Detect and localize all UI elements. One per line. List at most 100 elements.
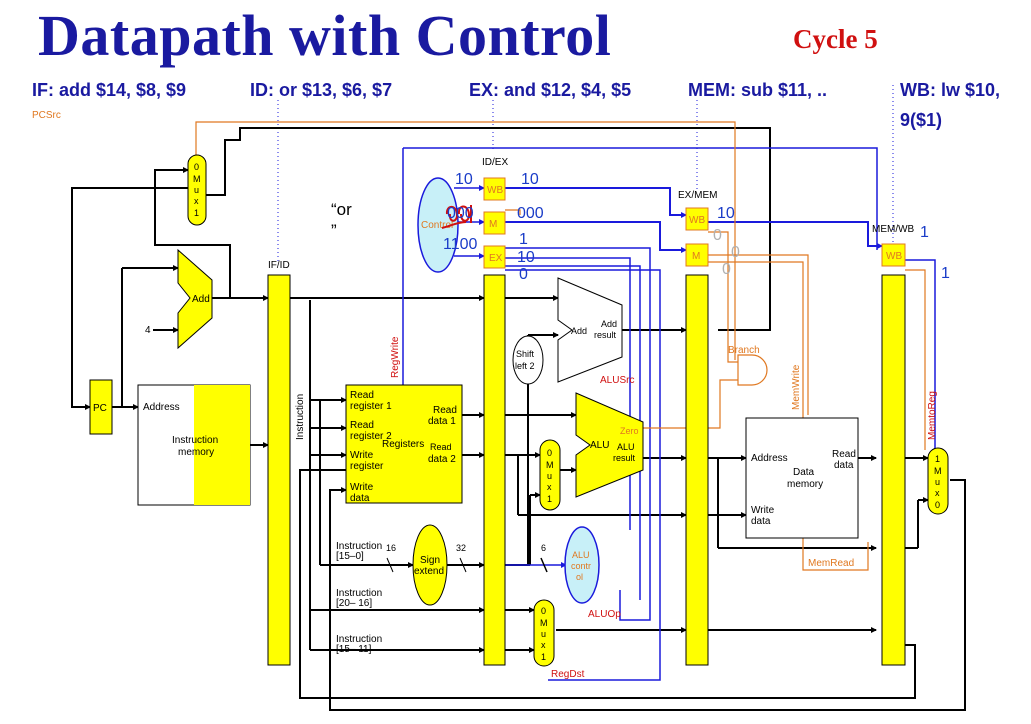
idex-register bbox=[483, 274, 506, 666]
stage-id-label: ID: or $13, $6, $7 bbox=[250, 80, 393, 100]
idex-ex-out-value-1: 1 bbox=[519, 231, 528, 248]
pcsrc-mux-1: 1 bbox=[194, 208, 199, 218]
ifid-register bbox=[267, 274, 291, 666]
ifid-label: IF/ID bbox=[268, 260, 290, 271]
wd-line1: Write bbox=[350, 482, 374, 493]
idex-wb-out-value: 10 bbox=[521, 171, 539, 188]
idex-m-out-value: 000 bbox=[517, 205, 544, 222]
dmem-write-line1: Write bbox=[751, 505, 775, 516]
ex-add-result-line1: Add bbox=[601, 319, 617, 329]
instruction-bus-label: Instruction bbox=[295, 394, 306, 440]
exmem-register bbox=[685, 274, 709, 666]
or-quote-line2: ” bbox=[331, 221, 337, 240]
memwb-wb-value: 1 bbox=[920, 224, 929, 241]
page-title: Datapath with Control bbox=[38, 3, 612, 68]
regdst-mux-x: x bbox=[541, 640, 546, 650]
exmem-control-fields: WB M bbox=[685, 207, 709, 267]
pcsrc-mux-u: u bbox=[194, 185, 199, 195]
pcsrc-mux: 0 M u x 1 bbox=[187, 154, 207, 226]
alu-result-line2: result bbox=[613, 453, 636, 463]
alu-control-line2: contr bbox=[571, 561, 591, 571]
branch-signal: Branch bbox=[728, 345, 760, 356]
ex-adder-label: Add bbox=[571, 326, 587, 336]
shift-left-line1: Shift bbox=[516, 349, 535, 359]
memtoreg-signal: MemtoReg bbox=[927, 391, 938, 440]
memtoreg-mux-0: 0 bbox=[935, 500, 940, 510]
alusrc-signal: ALUSrc bbox=[600, 375, 634, 386]
ex-adder: Add Add result bbox=[557, 277, 623, 383]
sign-extend-unit: Sign extend bbox=[412, 524, 448, 606]
branch-and-gate bbox=[737, 354, 768, 386]
memwb-register bbox=[881, 274, 906, 666]
exmem-wb-field: WB bbox=[689, 215, 705, 226]
pcsrc-signal: PCSrc bbox=[32, 110, 61, 121]
rr2-line2: register 2 bbox=[350, 431, 392, 442]
idex-wb-field: WB bbox=[487, 185, 503, 196]
memwb-control-fields: WB bbox=[881, 243, 906, 267]
memtoreg-mux-m: M bbox=[934, 466, 942, 476]
instruction-memory: Address Instruction memory bbox=[137, 384, 251, 506]
alusrc-mux-0: 0 bbox=[547, 448, 552, 458]
idex-wb-in-value: 10 bbox=[455, 171, 473, 188]
pc-label: PC bbox=[93, 403, 107, 414]
instr-15-0-line1: Instruction bbox=[336, 541, 382, 552]
alu-unit: ALU Zero ALU result bbox=[575, 392, 644, 498]
wr-line1: Write bbox=[350, 450, 374, 461]
exmem-m-field: M bbox=[692, 251, 700, 262]
wr-line2: register bbox=[350, 461, 384, 472]
alu-control-line1: ALU bbox=[572, 550, 590, 560]
memwb-label: MEM/WB bbox=[872, 224, 915, 235]
idex-control-fields: WB M EX bbox=[483, 177, 506, 269]
alu-result-line1: ALU bbox=[617, 442, 635, 452]
cycle-label: Cycle 5 bbox=[793, 24, 878, 54]
stage-if-label: IF: add $14, $8, $9 bbox=[32, 80, 187, 100]
imem-name-line2: memory bbox=[178, 447, 214, 458]
idex-ex-in-value: 1100 bbox=[443, 236, 478, 253]
instruction-field-labels: Instruction [15–0] Instruction [20– 16] … bbox=[336, 541, 382, 655]
shift-left-unit: Shift left 2 bbox=[512, 335, 544, 385]
control-unit: Control bbox=[417, 177, 459, 273]
alu-control-line3: ol bbox=[576, 572, 583, 582]
stage-ex-label: EX: and $12, $4, $5 bbox=[469, 80, 632, 100]
aluop-signal: ALUOp bbox=[588, 609, 621, 620]
idex-ex-out-value-2: 10 bbox=[517, 249, 535, 266]
bits-32-label: 32 bbox=[456, 543, 466, 553]
regdst-mux-0: 0 bbox=[541, 606, 546, 616]
constant-four: 4 bbox=[145, 325, 151, 336]
if-adder-label: Add bbox=[192, 294, 210, 305]
memwb-out-value: 1 bbox=[941, 265, 950, 282]
instr-15-11-line2: [15– 11] bbox=[336, 644, 372, 655]
data-memory: Address Read data Data memory Write data bbox=[745, 417, 859, 539]
memread-signal: MemRead bbox=[808, 558, 854, 569]
rr1-line1: Read bbox=[350, 390, 374, 401]
memwrite-signal: MemWrite bbox=[791, 364, 802, 410]
alusrc-mux-m: M bbox=[546, 460, 554, 470]
if-adder: Add bbox=[177, 248, 213, 350]
instr-15-11-line1: Instruction bbox=[336, 634, 382, 645]
imem-name-line1: Instruction bbox=[172, 435, 218, 446]
handwritten-scribble bbox=[441, 205, 472, 229]
bits-16-label: 16 bbox=[386, 543, 396, 553]
exmem-m-value-3: 0 bbox=[722, 261, 731, 278]
alusrc-mux: 0 M u x 1 bbox=[539, 439, 561, 511]
regwrite-signal: RegWrite bbox=[390, 336, 401, 378]
stage-dividers bbox=[277, 85, 894, 262]
dmem-read-line2: data bbox=[834, 460, 854, 471]
exmem-m-value-1: 0 bbox=[713, 227, 722, 244]
rd1-line1: Read bbox=[433, 405, 457, 416]
alusrc-mux-1: 1 bbox=[547, 494, 552, 504]
alusrc-mux-x: x bbox=[547, 482, 552, 492]
memtoreg-mux-1: 1 bbox=[935, 454, 940, 464]
regdst-mux: 0 M u x 1 bbox=[533, 599, 555, 667]
control-value-annotations: 10 000 1100 10 000 1 10 0 10 0 0 0 1 1 bbox=[443, 171, 950, 283]
shift-left-line2: left 2 bbox=[515, 361, 535, 371]
sign-extend-line1: Sign bbox=[420, 555, 440, 566]
stage-wb-label-line1: WB: lw $10, bbox=[900, 80, 1001, 100]
regdst-mux-u: u bbox=[541, 629, 546, 639]
idex-ex-out-value-3: 0 bbox=[519, 266, 528, 283]
stage-wb-label-line2: 9($1) bbox=[900, 110, 943, 130]
memwb-wb-field: WB bbox=[886, 251, 902, 262]
rd2-line1: Read bbox=[430, 442, 452, 452]
regdst-mux-m: M bbox=[540, 618, 548, 628]
rr1-line2: register 1 bbox=[350, 401, 392, 412]
